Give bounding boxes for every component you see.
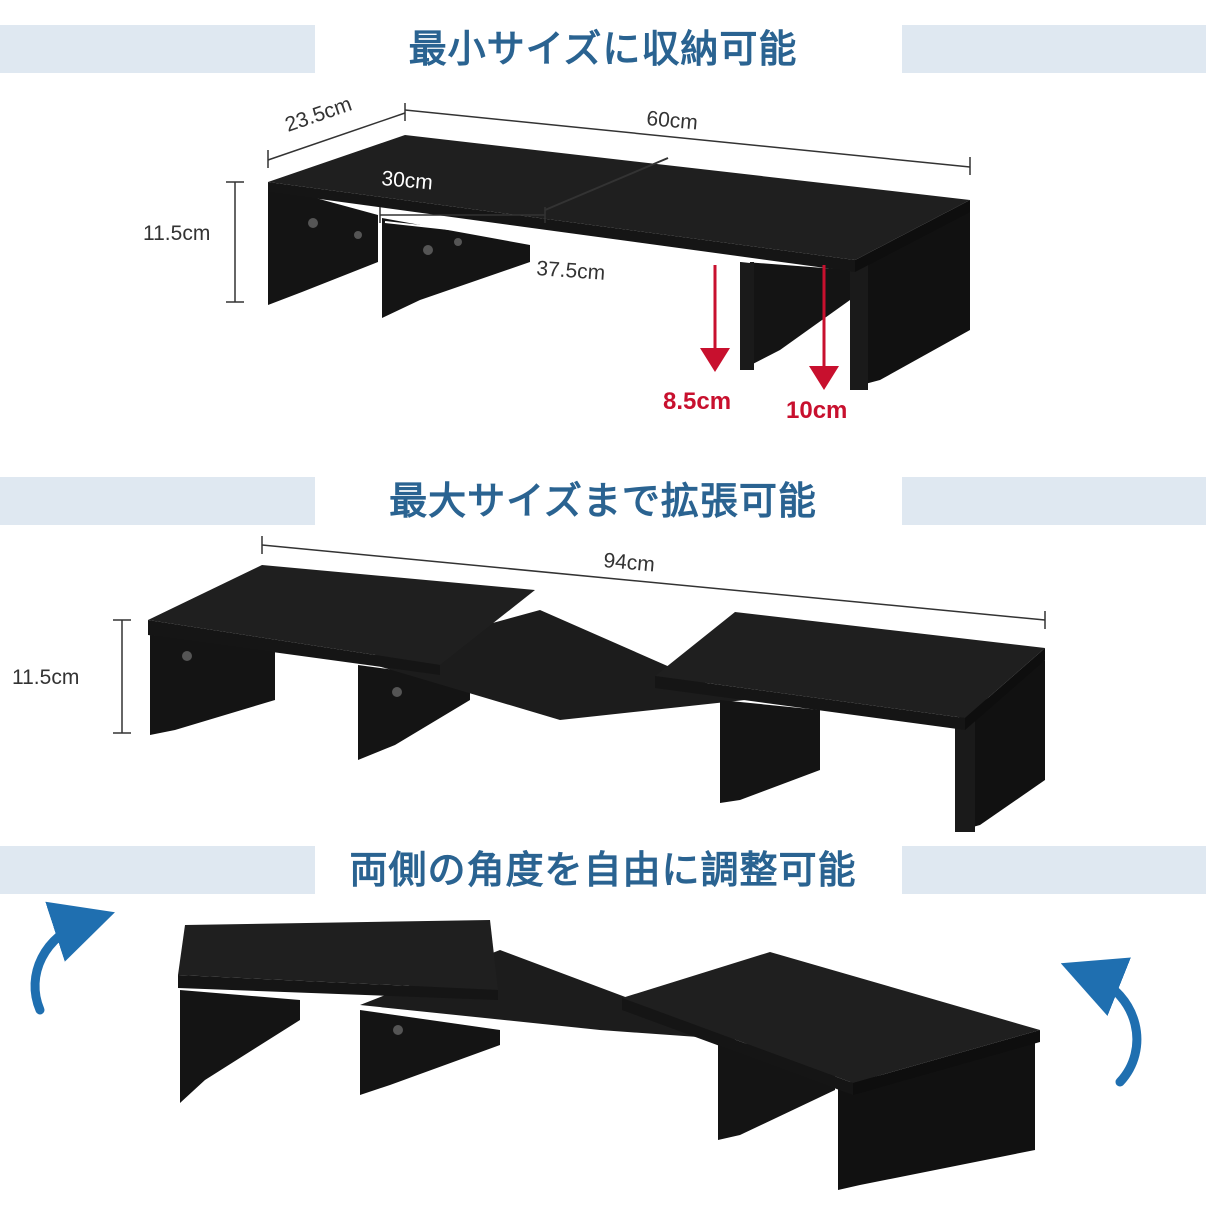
band-bar-right <box>902 846 1206 894</box>
section-title-max: 最大サイズまで拡張可能 <box>389 479 817 523</box>
shelf-front <box>268 182 855 272</box>
label-depth: 23.5cm <box>282 93 355 137</box>
left-top <box>178 920 498 990</box>
dimensions-maximum <box>113 536 1046 734</box>
right-side <box>853 1030 1040 1095</box>
leg-left <box>268 185 378 305</box>
band-bar-right <box>902 25 1206 73</box>
screw <box>308 218 318 228</box>
leg-center <box>358 665 470 760</box>
label-top-segment: 30cm <box>381 167 434 194</box>
leg-right-inner <box>745 262 850 368</box>
label-inner-segment: 37.5cm <box>536 257 606 285</box>
left-front <box>178 975 498 1000</box>
band-bar-right <box>902 477 1206 525</box>
band-bar-left <box>0 477 315 525</box>
section-band-max: 最大サイズまで拡張可能 <box>0 477 1206 525</box>
shelf-top <box>268 135 970 260</box>
section-title-min: 最小サイズに収納可能 <box>408 27 798 71</box>
left-top <box>148 565 535 665</box>
shelf-side <box>855 200 970 272</box>
right-top <box>655 612 1045 718</box>
screw <box>354 231 362 239</box>
right-side <box>965 648 1045 730</box>
label-clearance-left: 8.5cm <box>663 388 731 415</box>
leg-right-inner-front <box>740 262 754 370</box>
section-band-angle: 両側の角度を自由に調整可能 <box>0 846 1206 894</box>
left-front <box>148 620 440 675</box>
leg-right-inner <box>720 700 820 803</box>
screw <box>182 651 192 661</box>
right-top <box>622 952 1040 1083</box>
rotate-arrow-right-icon <box>1060 957 1142 1087</box>
screw <box>392 687 402 697</box>
right-front <box>622 998 853 1095</box>
band-bar-left <box>0 846 315 894</box>
label-height-max: 11.5cm <box>12 666 79 689</box>
label-width: 60cm <box>646 107 699 134</box>
leg-right-front <box>955 718 975 832</box>
screw <box>393 1025 403 1035</box>
section-title-angle: 両側の角度を自由に調整可能 <box>349 848 857 892</box>
leg-right-outer-front <box>850 262 868 390</box>
shelf-seam <box>544 157 669 211</box>
clearance-arrows <box>700 265 839 390</box>
stand-angled <box>178 920 1040 1190</box>
band-bar-left <box>0 25 315 73</box>
stand-minimum <box>268 135 970 390</box>
label-clearance-right: 10cm <box>786 397 847 424</box>
leg-right-outer <box>955 660 1045 832</box>
stand-maximum <box>148 565 1045 832</box>
leg-center <box>382 218 530 318</box>
screw <box>454 238 462 246</box>
right-front <box>655 676 965 730</box>
rotate-arrow-left-icon <box>30 901 115 1015</box>
leg-left <box>150 635 275 735</box>
leg-center <box>360 1010 500 1095</box>
label-width-max: 94cm <box>603 549 656 576</box>
leg-left <box>180 990 300 1103</box>
screw <box>423 245 433 255</box>
label-height: 11.5cm <box>143 222 210 245</box>
section-band-min: 最小サイズに収納可能 <box>0 25 1206 73</box>
dimensions-minimum <box>226 103 971 303</box>
